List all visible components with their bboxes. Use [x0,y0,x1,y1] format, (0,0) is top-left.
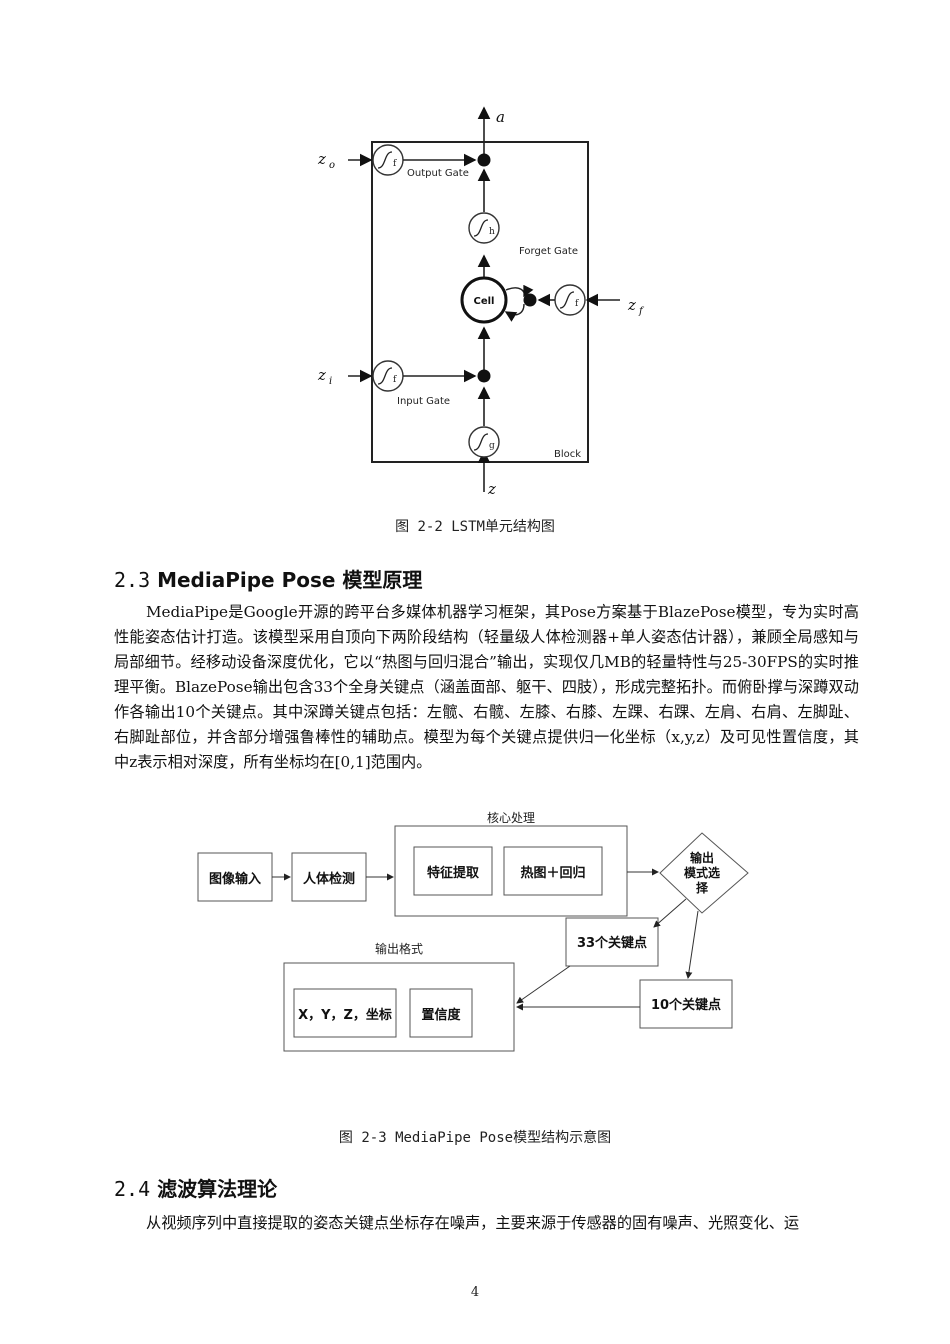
figure-caption-2-3: 图 2-3 MediaPipe Pose模型结构示意图 [338,1130,612,1146]
lstm-diagram: f h f f g Cell [317,106,645,498]
xyz-coordinates-box [293,988,397,1038]
mediapipe-flow-diagram: 核心处理 图像输入 人体检测 特征提取 热图＋回归 输出 模式选 择 33个关键… [197,811,749,1052]
confidence-box [409,988,473,1038]
svg-text:z: z [627,296,636,314]
svg-text:f: f [393,159,397,169]
svg-text:h: h [489,227,495,237]
svg-text:z: z [317,366,326,384]
svg-text:o: o [329,160,335,171]
svg-text:置信度: 置信度 [421,1007,461,1023]
section-title: 滤波算法理论 [157,1177,278,1201]
output-mode-diamond [659,832,749,914]
svg-text:g: g [489,441,495,451]
svg-text:f: f [638,306,645,317]
svg-text:i: i [329,376,332,387]
svg-text:模式选: 模式选 [684,865,720,880]
svg-text:Output Gate: Output Gate [407,168,469,179]
svg-text:z: z [317,150,326,168]
sigmoid-input-gate: f [372,360,404,392]
figure-caption-2-2: 图 2-2 LSTM单元结构图 [395,519,555,535]
svg-text:输出格式: 输出格式 [375,941,423,956]
svg-text:Forget Gate: Forget Gate [519,246,578,257]
svg-text:X，Y，Z，坐标: X，Y，Z，坐标 [298,1007,392,1023]
image-input-box [197,852,273,902]
section-number: 2.4 [114,1177,151,1201]
svg-text:热图＋回归: 热图＋回归 [520,865,585,881]
svg-text:图像输入: 图像输入 [209,871,261,887]
body-paragraph-mediapipe: MediaPipe是Google开源的跨平台多媒体机器学习框架，其Pose方案基… [114,603,859,771]
body-paragraph-filtering: 从视频序列中直接提取的姿态关键点坐标存在噪声，主要来源于传感器的固有噪声、光照变… [146,1214,800,1232]
svg-text:33个关键点: 33个关键点 [577,935,647,951]
svg-text:z: z [487,480,496,498]
sigmoid-output-gate: f [372,144,404,176]
keypoints-10-box [639,979,733,1029]
section-heading-2-4: 2.4 滤波算法理论 [114,1173,277,1202]
svg-text:择: 择 [696,880,709,895]
section-title: MediaPipe Pose 模型原理 [157,568,423,592]
section-heading-2-3: 2.3 MediaPipe Pose 模型原理 [114,564,422,593]
svg-text:特征提取: 特征提取 [427,865,480,881]
svg-text:f: f [575,299,579,309]
feature-extraction-box [413,846,493,896]
sigmoid-h: h [468,212,500,244]
svg-text:10个关键点: 10个关键点 [651,997,721,1013]
output-multiply-node [477,153,491,167]
svg-text:Input Gate: Input Gate [397,396,450,407]
svg-text:人体检测: 人体检测 [303,871,355,887]
sigmoid-g: g [468,426,500,458]
sigmoid-forget-gate: f [554,284,586,316]
svg-text:核心处理: 核心处理 [487,811,535,825]
heatmap-regression-box [503,846,603,896]
keypoints-33-box [565,917,659,967]
svg-text:f: f [393,375,397,385]
body-detection-box [291,852,367,902]
svg-text:Block: Block [554,449,581,460]
svg-text:a: a [496,108,505,126]
forget-multiply-node [523,293,537,307]
page-number: 4 [470,1285,480,1300]
svg-text:输出: 输出 [690,850,714,865]
svg-text:Cell: Cell [474,296,495,307]
cell-node [460,276,508,324]
input-multiply-node [477,369,491,383]
cell-recurrence-loop [505,284,534,298]
section-number: 2.3 [114,568,151,592]
